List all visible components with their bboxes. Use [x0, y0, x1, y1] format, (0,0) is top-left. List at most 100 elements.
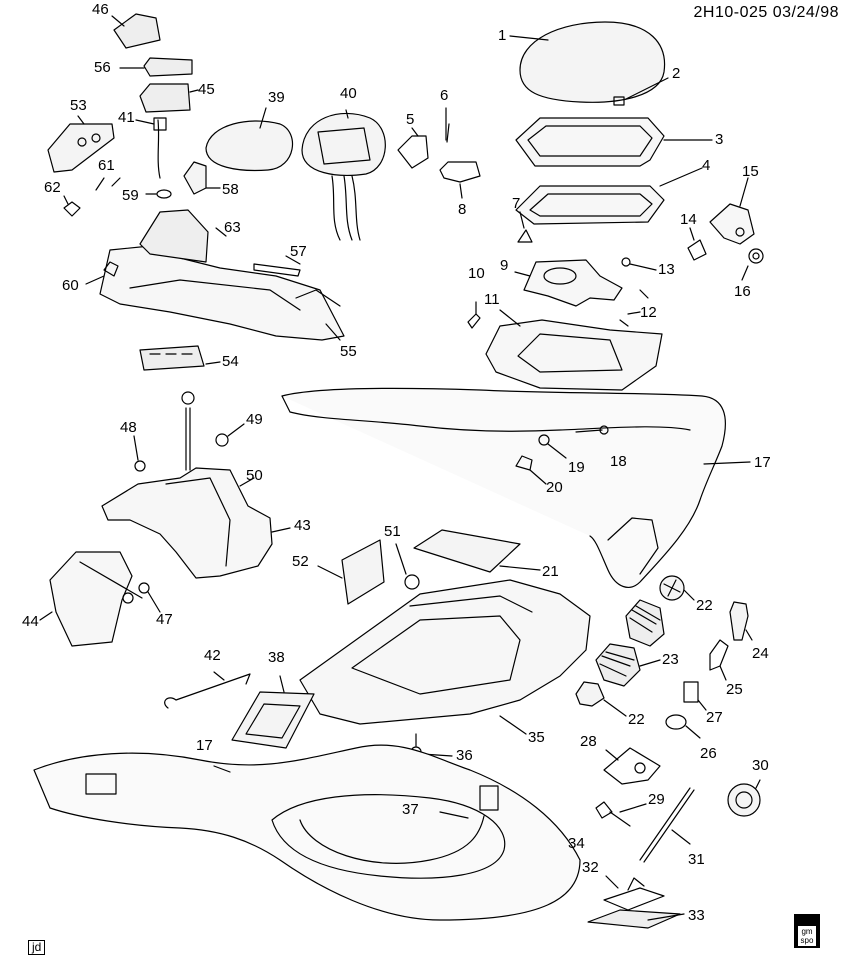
- knob-24-part: [730, 602, 752, 640]
- callout-3: 3: [715, 131, 724, 148]
- clip-20-part: [516, 456, 546, 484]
- callout-57: 57: [290, 243, 307, 260]
- armrest-frame-part: [516, 118, 712, 166]
- knob-58-part: [184, 162, 220, 194]
- callout-21: 21: [542, 563, 559, 580]
- armrest-base-part: [486, 310, 662, 390]
- nut-47-part: [123, 583, 160, 612]
- callout-28: 28: [580, 733, 597, 750]
- wire-41-part: [136, 118, 166, 178]
- push-pin-7-part: [518, 212, 532, 242]
- indicator-54-part: [140, 346, 220, 370]
- callout-11: 11: [484, 291, 500, 308]
- console-cover-part: [282, 388, 750, 587]
- callout-45: 45: [198, 81, 215, 98]
- shift-knob-39-part: [206, 108, 293, 170]
- nut-19-part: [539, 435, 566, 458]
- callout-12: 12: [640, 304, 657, 321]
- callout-62: 62: [44, 179, 61, 196]
- callout-39: 39: [268, 89, 285, 106]
- nut-16-part: [742, 249, 763, 280]
- callout-61: 61: [98, 157, 115, 174]
- bracket-5-part: [398, 128, 428, 168]
- plate-52-part: [318, 540, 384, 604]
- callout-18: 18: [610, 453, 627, 470]
- callout-6: 6: [440, 87, 449, 104]
- callout-51: 51: [384, 523, 401, 540]
- bulb-25-part: [710, 640, 728, 680]
- callout-34: 34: [568, 835, 585, 852]
- callout-14: 14: [680, 211, 697, 228]
- washer-59-part: [146, 190, 171, 198]
- callout-20: 20: [546, 479, 563, 496]
- callout-17a: 17: [754, 454, 771, 471]
- bezel-53-part: [48, 116, 114, 172]
- strip-57-part: [254, 256, 300, 276]
- bracket-28-part: [604, 748, 660, 784]
- callout-59: 59: [122, 187, 139, 204]
- vent-23-part: [596, 600, 664, 686]
- callout-55: 55: [340, 343, 357, 360]
- callout-19: 19: [568, 459, 585, 476]
- callout-4: 4: [702, 157, 711, 174]
- callout-48: 48: [120, 419, 137, 436]
- socket-27-part: [684, 682, 706, 710]
- bracket-32-part: [604, 876, 664, 910]
- callout-15: 15: [742, 163, 759, 180]
- callout-32: 32: [582, 859, 599, 876]
- callout-56: 56: [94, 59, 111, 76]
- clip-60-part: [104, 262, 118, 276]
- callout-46: 46: [92, 1, 109, 18]
- callout-30: 30: [752, 757, 769, 774]
- callout-54: 54: [222, 353, 239, 370]
- callout-29: 29: [648, 791, 665, 808]
- push-nut-14-part: [688, 228, 706, 260]
- lighter-30-part: [728, 780, 760, 816]
- switch-45-part: [140, 84, 198, 112]
- screw-10-part: [468, 302, 480, 328]
- knob-22b-part: [576, 682, 626, 716]
- callout-52: 52: [292, 553, 309, 570]
- bolt-29-part: [596, 802, 646, 826]
- callout-31: 31: [688, 851, 705, 868]
- callout-25: 25: [726, 681, 743, 698]
- callout-23: 23: [662, 651, 679, 668]
- knob-22a-part: [660, 576, 694, 600]
- gm-spo-logo: gm spo: [794, 914, 820, 948]
- latch-8-part: [440, 162, 480, 198]
- rod-31-part: [640, 788, 694, 862]
- hinge-15-part: [710, 178, 754, 244]
- nut-51-part: [396, 544, 419, 589]
- callout-13: 13: [658, 261, 675, 278]
- armrest-cover-part: [516, 168, 702, 224]
- callout-1: 1: [498, 27, 507, 44]
- drawing-code: 2H10-025 03/24/98: [693, 4, 839, 21]
- callout-43: 43: [294, 517, 311, 534]
- callout-37: 37: [402, 801, 419, 818]
- panel-21-part: [414, 530, 540, 572]
- pin-6-part: [446, 108, 449, 142]
- callout-63: 63: [224, 219, 241, 236]
- bezel-38-part: [232, 676, 314, 748]
- callout-2: 2: [672, 65, 681, 82]
- callout-58: 58: [222, 181, 239, 198]
- callout-60: 60: [62, 277, 79, 294]
- callout-17b: 17: [196, 737, 213, 754]
- callout-27: 27: [706, 709, 723, 726]
- callout-35: 35: [528, 729, 545, 746]
- callout-9: 9: [500, 257, 509, 274]
- console-body-part: [300, 580, 590, 734]
- pin-12-part: [620, 290, 648, 326]
- callout-50: 50: [246, 467, 263, 484]
- screw-18-part: [576, 426, 608, 434]
- power-cord-37-part: [300, 786, 498, 863]
- callout-41: 41: [118, 109, 135, 126]
- pad-33-part: [588, 910, 684, 928]
- hinge-plate-part: [515, 260, 622, 306]
- callout-24: 24: [752, 645, 769, 662]
- pin-61-part: [96, 178, 120, 190]
- callout-7: 7: [512, 195, 521, 212]
- callout-22a: 22: [696, 597, 713, 614]
- push-pin-62-part: [64, 196, 80, 216]
- callout-22b: 22: [628, 711, 645, 728]
